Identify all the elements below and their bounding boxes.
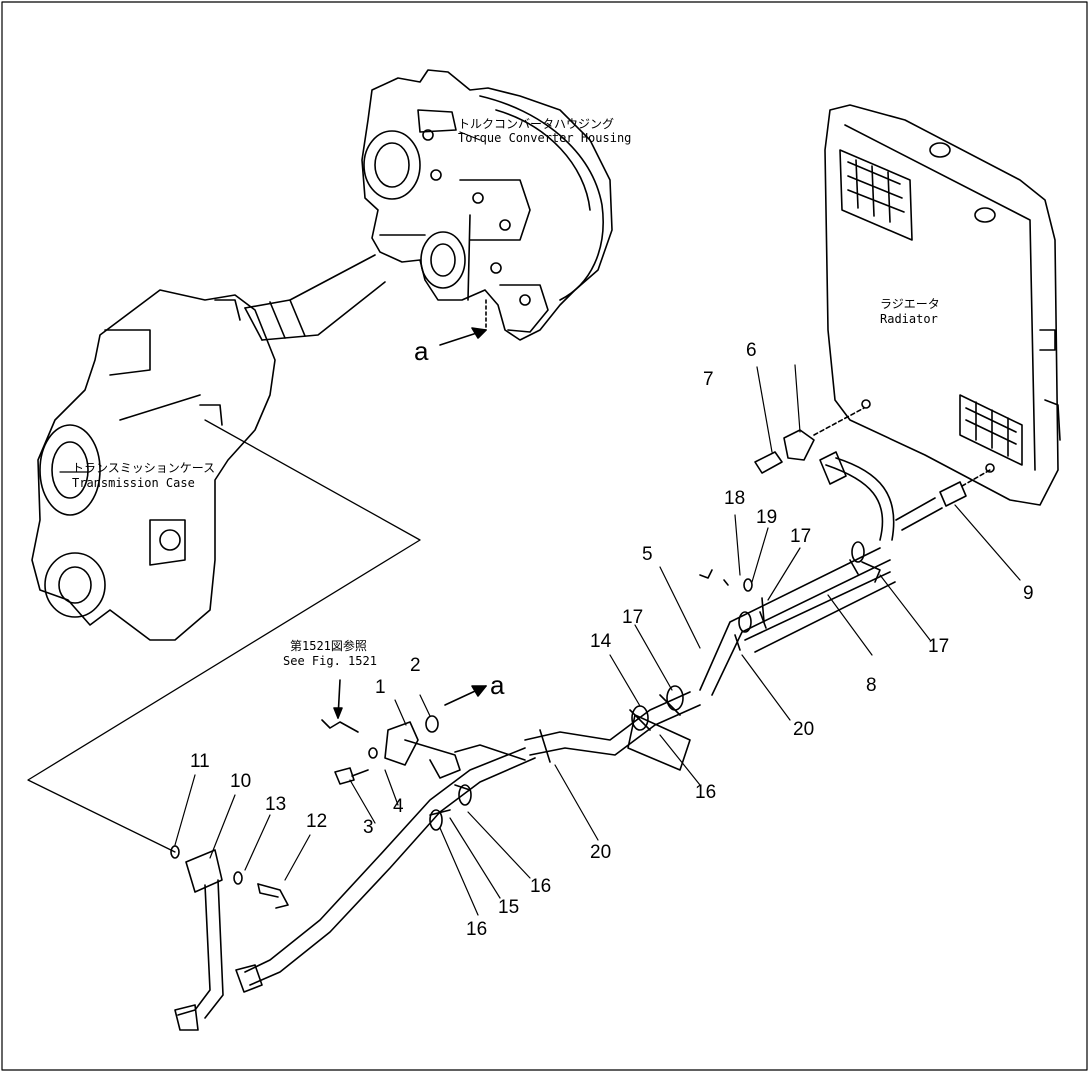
callout-15: 15 [498,897,520,918]
label-radiator-en: Radiator [880,312,938,326]
label-see-fig-jp: 第1521図参照 [290,639,367,653]
callout-19: 19 [756,507,778,528]
callout-6: 6 [746,340,757,361]
block-parts [321,679,526,785]
label-view-a-lower: a [490,670,505,700]
label-torque-en: Torque Converter Housing [458,131,632,145]
callout-3: 3 [363,817,374,838]
callout-1: 1 [375,677,386,698]
callout-17-c: 17 [928,636,950,657]
leader-lines [59,131,1021,916]
callout-5: 5 [642,544,653,565]
label-transmission-jp: トランスミッションケース [72,461,216,475]
radiator [824,104,1061,506]
torque-converter-housing [361,69,613,341]
callout-7: 7 [703,369,714,390]
flange-parts [170,845,289,1031]
label-transmission-en: Transmission Case [72,476,195,490]
callout-10: 10 [230,771,252,792]
label-view-a-upper: a [414,336,429,366]
fittings [754,407,991,507]
callout-17-b: 17 [790,526,812,547]
callout-16-b: 16 [530,876,552,897]
callout-9: 9 [1023,583,1034,604]
callout-16-a: 16 [695,782,717,803]
callout-13: 13 [265,794,287,815]
clamps [429,541,881,831]
callout-14: 14 [590,631,612,652]
callout-17-a: 17 [622,607,644,628]
callout-2: 2 [410,655,421,676]
tubes [235,547,896,993]
view-a-arrowhead-upper [471,327,487,339]
connection-line [27,419,421,853]
callout-20-a: 20 [793,719,815,740]
callout-8: 8 [866,675,877,696]
callout-12: 12 [306,811,328,832]
callout-18: 18 [724,488,746,509]
drive-shaft [244,254,386,341]
transmission-case [31,289,276,641]
label-radiator-jp: ラジエータ [880,297,940,311]
hose-8 [819,451,943,541]
callout-16-c: 16 [466,919,488,940]
callout-4: 4 [393,796,404,817]
callout-11: 11 [190,751,210,772]
callout-20-b: 20 [590,842,612,863]
label-see-fig-en: See Fig. 1521 [283,654,377,668]
label-torque-jp: トルクコンバータハウジング [458,117,615,131]
